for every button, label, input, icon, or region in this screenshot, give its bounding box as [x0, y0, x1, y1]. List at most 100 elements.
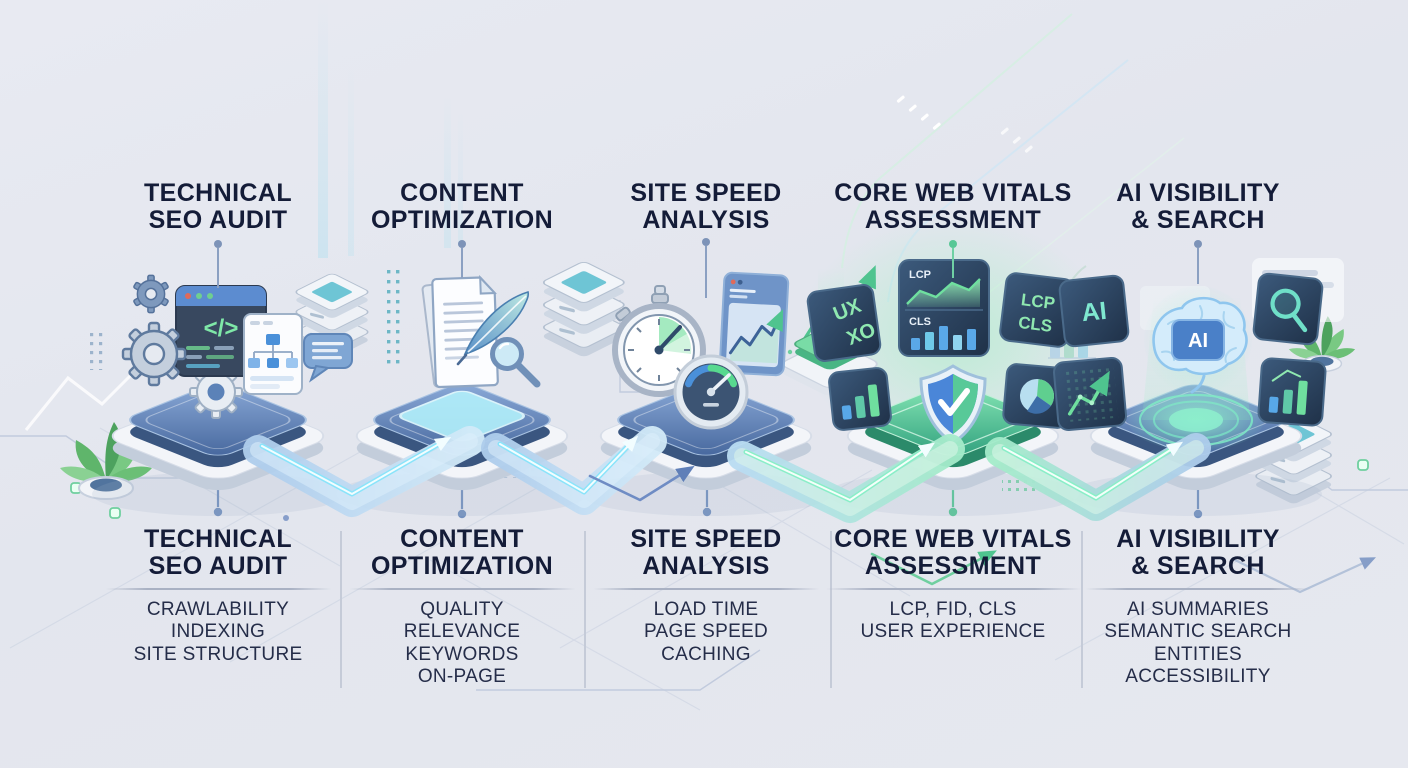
stage-item: SEMANTIC SEARCH	[1104, 621, 1292, 642]
stage-item: ENTITIES	[1154, 643, 1242, 665]
title-connector	[702, 238, 710, 298]
stage-title-line: OPTIMIZATION	[370, 552, 554, 580]
title-underline	[825, 588, 1081, 590]
stage-item: CACHING	[661, 643, 751, 665]
stage-title-line: ASSESSMENT	[864, 206, 1042, 234]
code-glyph: </>	[204, 315, 239, 342]
stage-title-line: CORE WEB VITALS	[834, 179, 1072, 207]
stage-top-title: AI VISIBILITY & SEARCH	[1038, 180, 1358, 234]
thin-arrow	[870, 550, 997, 586]
stage-title-line: CONTENT	[400, 525, 524, 553]
thin-arrow	[1233, 557, 1377, 594]
stage-item: ACCESSIBILITY	[1125, 666, 1271, 687]
stage-items: QUALITY RELEVANCE KEYWORDS ON-PAGE	[302, 599, 622, 689]
title-connector	[1194, 240, 1202, 284]
stage-illustration-content-optimization	[303, 274, 589, 517]
stage-title-line: ANALYSIS	[642, 206, 770, 234]
stage-items: AI SUMMARIES SEMANTIC SEARCH ENTITIES AC…	[1038, 599, 1358, 689]
sitemap-window-icon	[243, 313, 303, 395]
diagonal-dashes	[896, 95, 1033, 153]
title-underline	[349, 588, 575, 590]
gear-icon	[133, 274, 169, 314]
stage-title-line: AI VISIBILITY	[1116, 179, 1280, 207]
line-chart-tile-icon	[1052, 356, 1128, 432]
platform-glow	[399, 390, 525, 442]
stage-item: LCP, FID, CLS	[889, 598, 1017, 620]
stage-item: SITE STRUCTURE	[133, 643, 303, 665]
title-underline	[593, 588, 819, 590]
title-connector	[949, 240, 957, 278]
stage-top-title: SITE SPEED ANALYSIS	[546, 180, 866, 234]
flow-ribbon-segment	[985, 433, 1211, 521]
column-divider	[830, 531, 832, 688]
stage-items: LOAD TIME PAGE SPEED CACHING	[546, 599, 866, 667]
flow-ribbon-segment	[481, 426, 667, 515]
stage-summary: SITE SPEED ANALYSIS LOAD TIME PAGE SPEED…	[546, 526, 866, 666]
gear-icon	[121, 321, 187, 387]
stage-title-line: SEO AUDIT	[148, 206, 288, 234]
stage-title-line: & SEARCH	[1131, 552, 1265, 580]
brain-icon: AI	[1144, 286, 1252, 394]
metric-tile-icon: LCP CLS	[898, 259, 990, 357]
stage-title-line: TECHNICAL	[143, 179, 293, 207]
tile-label: LCP	[909, 269, 931, 281]
document-icon	[421, 274, 499, 389]
speech-bubble-icon	[303, 333, 353, 383]
stage-title-line: SITE SPEED	[630, 525, 782, 553]
chart-window-icon	[718, 271, 790, 377]
stage-illustration-ai-visibility: AI AI	[1052, 272, 1327, 517]
column-divider	[584, 531, 586, 688]
magnifier-tile-icon	[1252, 272, 1324, 346]
tile-label: LCP	[1020, 290, 1056, 313]
stage-illustration-site-speed-analysis	[579, 271, 833, 517]
tile-label: CLS	[909, 316, 931, 328]
tile-label: AI	[1080, 297, 1108, 327]
tile-label: CLS	[1017, 313, 1053, 336]
stage-items: CRAWLABILITY INDEXING SITE STRUCTURE	[58, 599, 378, 667]
stage-item: LOAD TIME	[653, 598, 759, 620]
stage-item: INDEXING	[170, 621, 266, 642]
column-divider	[1081, 531, 1083, 688]
stage-title-line: SITE SPEED	[630, 179, 782, 207]
title-underline	[1085, 588, 1311, 590]
stage-item: AI SUMMARIES	[1127, 598, 1269, 620]
flow-ribbon-segment	[243, 426, 485, 517]
stage-summary: AI VISIBILITY & SEARCH AI SUMMARIES SEMA…	[1038, 526, 1358, 689]
stage-items: LCP, FID, CLS USER EXPERIENCE	[793, 599, 1113, 644]
brain-label: AI	[1188, 330, 1208, 352]
ai-tile-icon: AI	[1058, 274, 1130, 348]
stage-title-line: CONTENT	[400, 179, 524, 207]
stage-title-line: SEO AUDIT	[148, 552, 288, 580]
stage-item: USER EXPERIENCE	[860, 621, 1046, 642]
stage-item: KEYWORDS	[405, 643, 519, 665]
title-connector	[214, 240, 222, 288]
stage-title-line: & SEARCH	[1131, 206, 1265, 234]
stage-title-line: OPTIMIZATION	[370, 206, 554, 234]
stage-item: PAGE SPEED	[643, 621, 769, 642]
stage-top-title: CONTENT OPTIMIZATION	[302, 180, 622, 234]
magnifier-icon	[490, 337, 541, 388]
stage-summary: TECHNICAL SEO AUDIT CRAWLABILITY INDEXIN…	[58, 526, 378, 666]
stage-title-line: ANALYSIS	[642, 552, 770, 580]
title-connector	[458, 240, 466, 278]
white-zigzag-line	[24, 360, 146, 431]
stage-illustration-technical-seo-audit: </>	[91, 274, 345, 517]
bar-chart-tile-icon	[1257, 357, 1327, 427]
column-divider	[340, 531, 342, 688]
stage-item: ON-PAGE	[417, 666, 507, 687]
stage-item: RELEVANCE	[403, 621, 521, 642]
stage-top-title: CORE WEB VITALS ASSESSMENT	[793, 180, 1113, 234]
metric-tile-icon: UX XO	[806, 284, 882, 362]
speedometer-icon	[673, 354, 749, 430]
metric-tile-icon: LCP CLS	[999, 272, 1075, 348]
thin-arrow	[588, 465, 695, 502]
stage-summary: CONTENT OPTIMIZATION QUALITY RELEVANCE K…	[302, 526, 622, 689]
stage-title-line: CORE WEB VITALS	[834, 525, 1072, 553]
stage-item: CRAWLABILITY	[146, 598, 290, 620]
title-underline	[105, 588, 331, 590]
flow-ribbon-segment	[727, 434, 965, 523]
stage-summary: CORE WEB VITALS ASSESSMENT LCP, FID, CLS…	[793, 526, 1113, 644]
stage-item: QUALITY	[420, 598, 504, 620]
